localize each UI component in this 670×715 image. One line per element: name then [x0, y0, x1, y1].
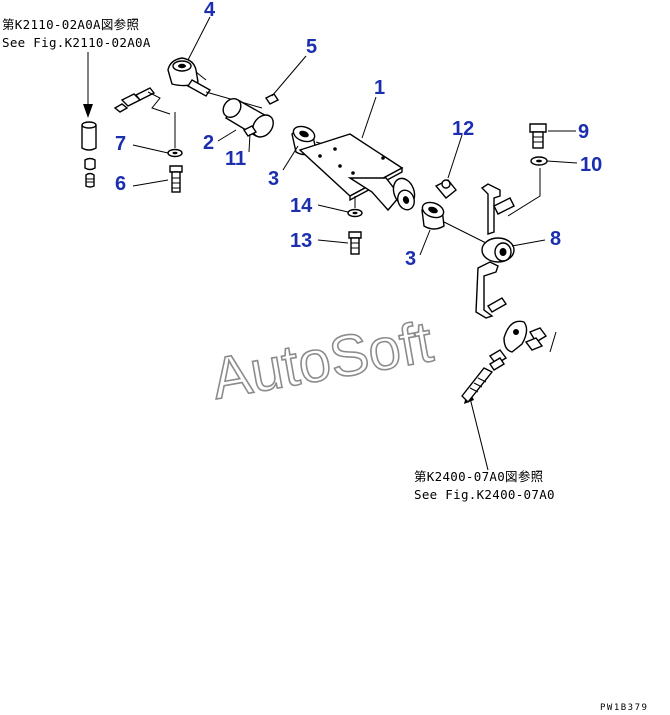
- part-11-pin: [242, 125, 258, 137]
- reference-top-line1: 第K2110-02A0A図参照: [2, 17, 139, 32]
- part-13-bolt: [348, 231, 362, 255]
- rod-end-part: [503, 320, 528, 353]
- callout-4: 4: [204, 0, 216, 21]
- reference-arrow-top: [83, 52, 93, 118]
- part-2-pin: [222, 98, 274, 138]
- callout-3-right: 3: [405, 248, 416, 270]
- sleeve-part: [81, 121, 97, 151]
- nut-right-part: [524, 327, 548, 351]
- callout-5: 5: [306, 36, 317, 58]
- screw-small-part: [85, 172, 95, 188]
- part-4-lever: [167, 57, 212, 97]
- watermark: AutoSoft: [207, 309, 437, 412]
- callout-9: 9: [578, 121, 589, 143]
- callout-12: 12: [452, 118, 474, 140]
- callout-11: 11: [225, 148, 246, 170]
- reference-bottom-line1: 第K2400-07A0図参照: [414, 469, 543, 484]
- grease-fitting-part: [113, 87, 156, 113]
- part-10-washer: [530, 156, 548, 166]
- part-7-washer: [167, 148, 183, 158]
- callout-6: 6: [115, 173, 126, 195]
- drawing-code: PW1B379: [600, 703, 648, 713]
- part-14-washer: [347, 208, 363, 218]
- part-5-pin: [264, 93, 280, 105]
- callout-leaders: [132, 16, 578, 256]
- nut-part: [84, 157, 96, 171]
- part-6-bolt: [169, 165, 183, 193]
- reference-bottom-line2: See Fig.K2400-07A0: [414, 487, 555, 502]
- callout-10: 10: [580, 154, 602, 176]
- threaded-rod-part: [461, 367, 494, 404]
- jam-nut-part: [488, 349, 508, 371]
- callout-1: 1: [374, 77, 385, 99]
- reference-top-line2: See Fig.K2110-02A0A: [2, 35, 151, 50]
- callout-7: 7: [115, 133, 126, 155]
- callout-2: 2: [203, 132, 214, 154]
- part-12-fitting: [434, 179, 457, 199]
- callout-3-left: 3: [268, 168, 279, 190]
- part-1-bracket: [298, 133, 416, 212]
- part-9-bolt: [529, 123, 547, 149]
- callout-8: 8: [550, 228, 561, 250]
- part-3-bushing-right: [421, 201, 445, 230]
- part-8-lever: [475, 183, 515, 319]
- callout-14: 14: [290, 195, 313, 217]
- callout-13: 13: [290, 230, 312, 252]
